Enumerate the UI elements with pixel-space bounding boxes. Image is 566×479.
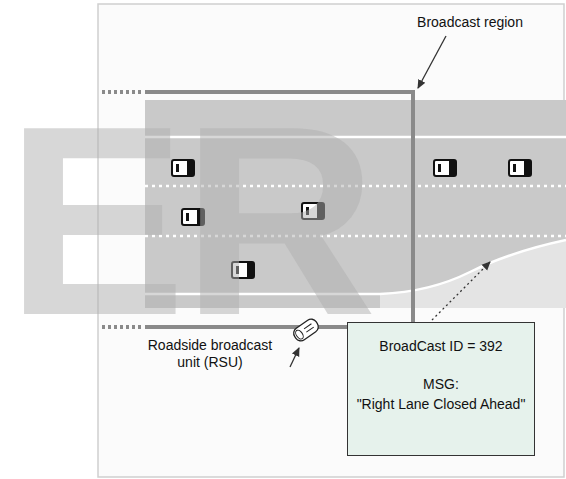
message-box: BroadCast ID = 392MSG: "Right Lane Closed… <box>347 322 535 456</box>
message-text: "Right Lane Closed Ahead" <box>356 395 526 413</box>
message-text: MSG: <box>356 375 526 393</box>
dotted-pointer <box>432 262 490 320</box>
car <box>509 160 531 176</box>
car <box>434 160 456 176</box>
broadcast-id: BroadCast ID = 392 <box>356 337 526 355</box>
watermark: ER <box>6 86 373 356</box>
region-label: Broadcast region <box>400 14 540 31</box>
leader-line <box>418 36 446 88</box>
closed-lane <box>380 240 566 308</box>
